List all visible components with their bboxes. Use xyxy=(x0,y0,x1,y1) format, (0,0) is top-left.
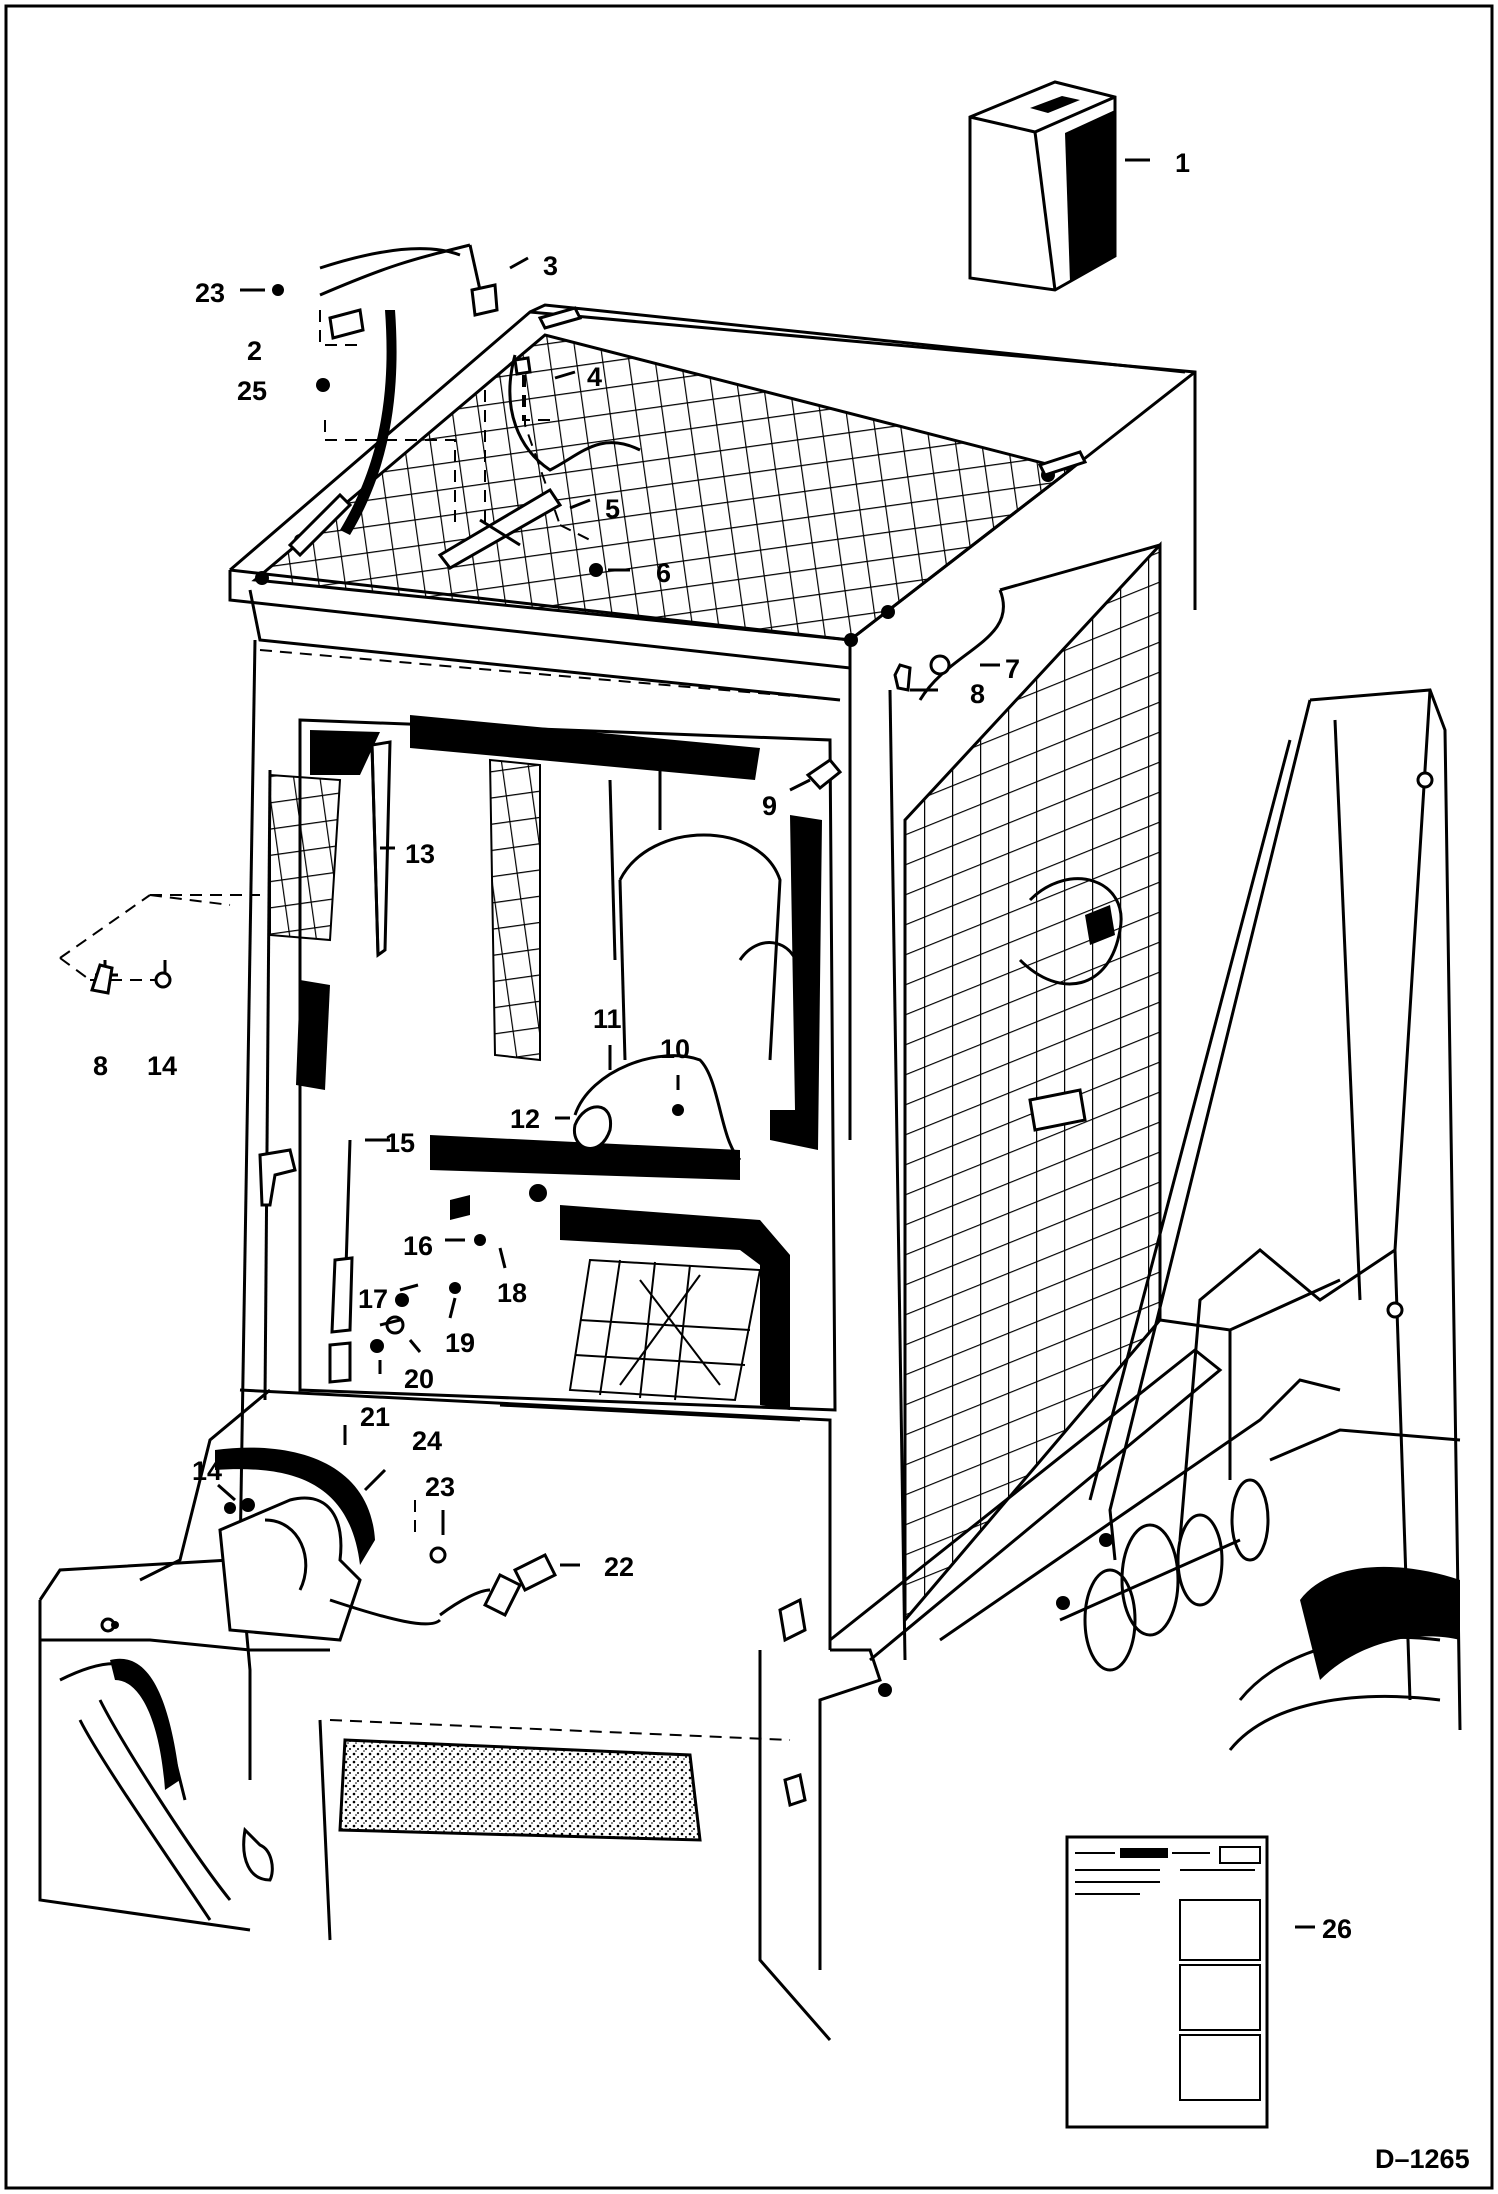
wiring-harness-top xyxy=(272,243,641,577)
callout-12: 12 xyxy=(510,1104,540,1134)
callout-22: 22 xyxy=(604,1552,634,1582)
callout-4: 4 xyxy=(587,362,602,392)
part-26-instruction-card-icon xyxy=(1065,1835,1269,2129)
callout-7: 7 xyxy=(1005,654,1020,684)
lift-arm xyxy=(829,688,1462,1751)
callout-14-left: 14 xyxy=(147,1051,177,1081)
small-parts xyxy=(90,654,951,995)
callout-21: 21 xyxy=(360,1402,390,1432)
callout-20: 20 xyxy=(404,1364,434,1394)
callout-8-left: 8 xyxy=(93,1051,108,1081)
callout-6: 6 xyxy=(656,558,671,588)
callout-9: 9 xyxy=(762,791,777,821)
callout-13: 13 xyxy=(405,839,435,869)
callout-23-bottom: 23 xyxy=(425,1472,455,1502)
callout-5: 5 xyxy=(605,494,620,524)
callout-26: 26 xyxy=(1322,1914,1352,1944)
callout-8-right: 8 xyxy=(970,679,985,709)
callout-17: 17 xyxy=(358,1284,388,1314)
callout-14-bottom: 14 xyxy=(192,1456,222,1486)
diagram-border xyxy=(4,4,1494,2190)
callout-19: 19 xyxy=(445,1328,475,1358)
cab-front xyxy=(59,639,837,1561)
callout-15: 15 xyxy=(385,1128,415,1158)
callout-2: 2 xyxy=(247,336,262,366)
callout-10: 10 xyxy=(660,1034,690,1064)
callout-3: 3 xyxy=(543,251,558,281)
callout-25: 25 xyxy=(237,376,267,406)
drawing-number: D–1265 xyxy=(1375,2144,1470,2174)
machine-base xyxy=(38,1388,882,2041)
callout-labels: 1 2 3 4 5 6 7 8 8 9 10 11 12 13 14 14 15… xyxy=(93,148,1352,1944)
part-1-box-icon xyxy=(968,80,1117,292)
callout-23-top: 23 xyxy=(195,278,225,308)
callout-18: 18 xyxy=(497,1278,527,1308)
callout-11: 11 xyxy=(593,1004,622,1034)
callout-16: 16 xyxy=(403,1231,433,1261)
callout-1: 1 xyxy=(1175,148,1190,178)
interior-light xyxy=(370,1054,742,1353)
callout-24: 24 xyxy=(412,1426,442,1456)
